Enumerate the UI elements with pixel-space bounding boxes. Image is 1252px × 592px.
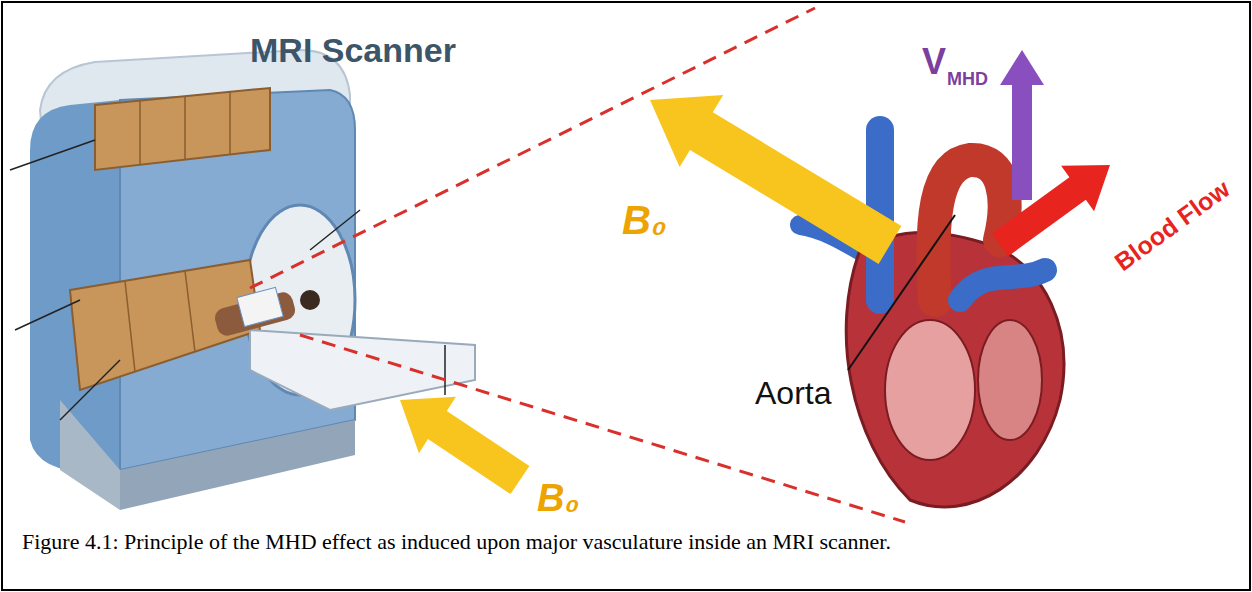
patient-chest	[237, 287, 283, 326]
scanner-title: MRI Scanner	[250, 32, 456, 69]
leader-line	[10, 140, 95, 170]
patient-feet	[300, 290, 320, 310]
flow-arrow	[992, 165, 1110, 256]
coil-line	[139, 101, 141, 165]
coil-line	[185, 271, 195, 352]
scanner-base	[60, 400, 120, 510]
vector-subscript: MHD	[947, 70, 988, 90]
field-label: B₀	[537, 478, 579, 520]
flow-label: Blood Flow	[1109, 175, 1234, 276]
figure-caption: Figure 4.1: Principle of the MHD effect …	[22, 528, 1227, 556]
leader-line	[15, 300, 80, 330]
field-arrow	[650, 95, 901, 264]
aorta-label: Aorta	[755, 376, 831, 411]
vector-symbol: V	[922, 42, 946, 82]
field-arrow	[400, 397, 529, 494]
force-arrow	[1000, 50, 1044, 200]
coil-line	[125, 281, 135, 372]
leader-line	[310, 210, 360, 250]
heart-chamber	[885, 320, 975, 460]
leader-line	[444, 345, 446, 395]
coil-line	[229, 92, 231, 155]
mri-scanner	[10, 50, 475, 510]
leader-line	[60, 360, 120, 420]
coil-top	[95, 88, 270, 170]
heart-chamber	[978, 320, 1042, 440]
zoom-line	[300, 335, 905, 522]
field-label: B₀	[622, 198, 667, 242]
scanner-base	[120, 420, 355, 510]
coil-line	[184, 97, 186, 160]
pulmonary-artery	[960, 270, 1045, 300]
